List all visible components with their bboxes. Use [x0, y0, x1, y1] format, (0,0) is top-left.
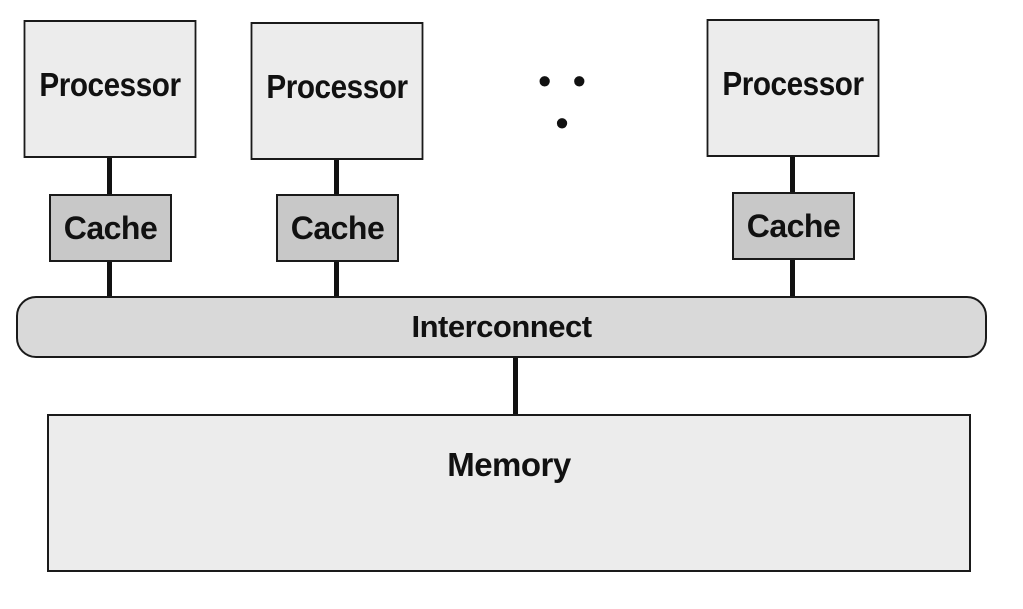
interconnect-memory-wire [513, 356, 518, 416]
processor-label: Processor [722, 65, 864, 102]
cache-box-3: Cache [732, 192, 855, 260]
memory-label: Memory [447, 446, 571, 483]
processor-cache-wire-1 [107, 156, 112, 196]
cache-label: Cache [746, 207, 841, 244]
cache-interconnect-wire-3 [790, 258, 795, 298]
cache-label: Cache [63, 209, 158, 246]
cache-interconnect-wire-2 [334, 260, 339, 298]
processor-label: Processor [39, 66, 181, 103]
ellipsis-indicator: • • • [538, 60, 592, 143]
memory-box: Memory [47, 414, 971, 572]
interconnect-bus: Interconnect [16, 296, 987, 358]
processor-cache-wire-2 [334, 158, 339, 196]
cache-box-1: Cache [49, 194, 172, 262]
cache-box-2: Cache [276, 194, 399, 262]
interconnect-label: Interconnect [411, 309, 592, 344]
processor-box-3: Processor [706, 19, 880, 157]
processor-box-2: Processor [250, 22, 424, 160]
processor-cache-wire-3 [790, 155, 795, 195]
processor-label: Processor [266, 68, 408, 105]
cache-interconnect-wire-1 [107, 260, 112, 298]
processor-box-1: Processor [23, 20, 197, 158]
cache-label: Cache [290, 209, 385, 246]
